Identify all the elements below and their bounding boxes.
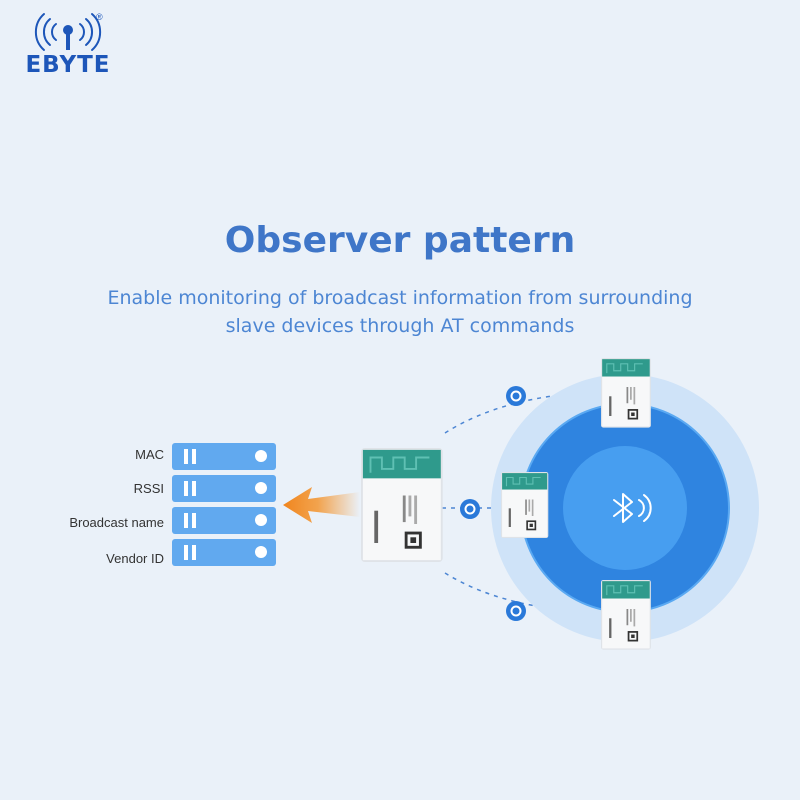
- brand-name: EBYTE: [25, 52, 111, 78]
- field-label-vendor-id: Vendor ID: [106, 551, 164, 566]
- slave-module-bottom: [600, 579, 652, 651]
- field-label-broadcast-name: Broadcast name: [69, 515, 164, 530]
- bluetooth-icon: [613, 493, 652, 523]
- field-label-rssi: RSSI: [133, 481, 164, 496]
- arrow-icon: [283, 487, 360, 523]
- registered-mark: ®: [96, 12, 103, 22]
- ebyte-logo: ® EBYTE: [12, 12, 124, 78]
- observer-module: [360, 447, 444, 563]
- sync-icon: [460, 499, 480, 519]
- page-title: Observer pattern: [224, 220, 576, 261]
- sync-icon: [506, 601, 526, 621]
- antenna-icon: [34, 13, 102, 51]
- slave-module-middle: [500, 471, 549, 539]
- subtitle-line-1: Enable monitoring of broadcast informati…: [107, 287, 693, 309]
- field-label-mac: MAC: [135, 447, 164, 462]
- sync-icon: [506, 386, 526, 406]
- page-subtitle: Enable monitoring of broadcast informati…: [60, 284, 740, 340]
- slave-module-top: [600, 357, 652, 429]
- server-rack-icon: [172, 443, 276, 566]
- subtitle-line-2: slave devices through AT commands: [225, 315, 575, 337]
